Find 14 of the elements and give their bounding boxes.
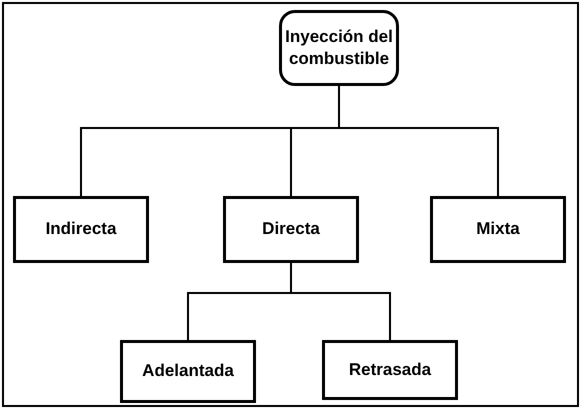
connector-line	[290, 263, 391, 340]
node-label: Inyección del combustible	[284, 26, 394, 70]
process-box	[120, 340, 256, 403]
process-box	[322, 340, 458, 400]
process-box	[430, 196, 566, 263]
node-label: Mixta	[476, 218, 520, 240]
rounded-box	[279, 10, 399, 86]
node-label: Adelantada	[142, 360, 234, 382]
process-box	[223, 196, 359, 263]
process-box	[13, 196, 149, 263]
node-label: Retrasada	[348, 358, 432, 381]
node-label: Indirecta	[46, 218, 116, 240]
node-label: Directa	[262, 218, 320, 240]
connector-line	[338, 86, 499, 196]
